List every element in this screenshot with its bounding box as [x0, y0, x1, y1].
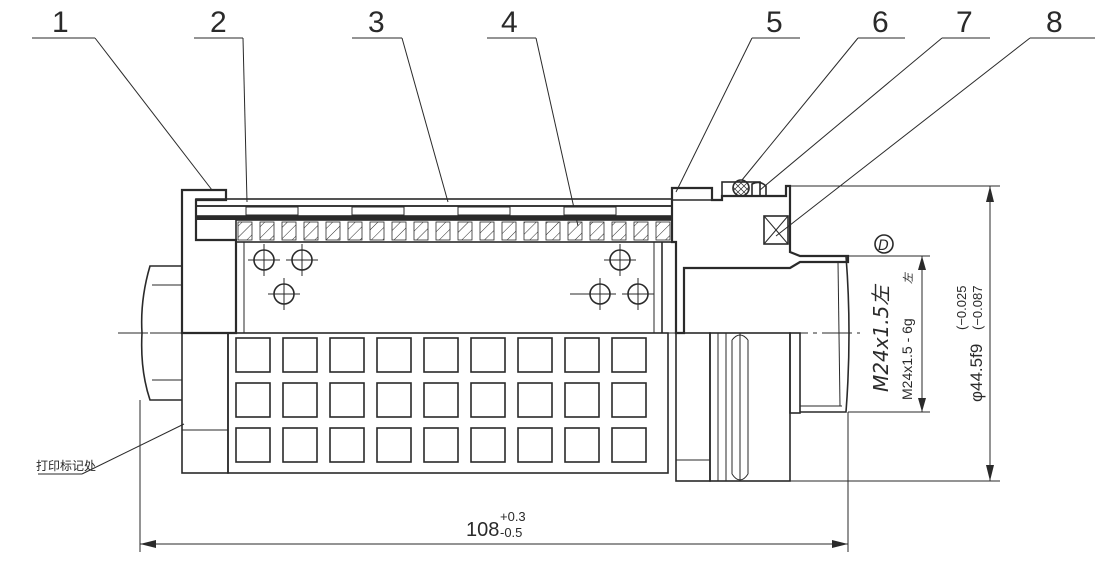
mesh-row-3	[235, 427, 647, 463]
left-bolt-head	[140, 265, 182, 401]
part-6-o-ring	[721, 179, 761, 197]
revision-mark: D	[874, 234, 894, 254]
callout-leaders	[32, 37, 1095, 237]
callout-3-leader	[352, 37, 449, 203]
hole-circles-left	[248, 244, 318, 310]
element-cells	[237, 221, 671, 241]
svg-text:D: D	[878, 238, 889, 254]
marking-note: 打印标记处	[36, 423, 185, 475]
part-1-left-end-cap	[180, 188, 238, 335]
thread-handwritten-label: M24x1.5左	[869, 284, 893, 392]
callout-3: 3	[368, 6, 385, 39]
thread-dimension: M24x1.5左 D M24x1.5 - 6g 左	[869, 234, 926, 412]
part-5-right-end-fitting	[670, 184, 850, 335]
right-fitting-lower	[675, 332, 801, 482]
callout-6: 6	[872, 6, 889, 39]
callout-8-leader	[775, 37, 1095, 237]
callout-7: 7	[956, 6, 973, 39]
mesh-row-1	[235, 337, 647, 373]
callout-numbers: 1 2 3 4 5 6 7 8	[52, 6, 1063, 39]
left-flange-lower	[181, 332, 229, 474]
perforation-slots	[245, 206, 617, 216]
callout-1-leader	[32, 37, 213, 191]
part-4-filter-element-section	[235, 219, 673, 243]
extension-lines	[139, 185, 1000, 552]
mesh-row-2	[235, 382, 647, 418]
callout-1: 1	[52, 6, 69, 39]
callout-4-leader	[487, 37, 579, 227]
callout-2: 2	[210, 6, 227, 39]
length-value: 108	[466, 519, 499, 541]
inner-cavity	[235, 242, 663, 333]
threaded-shank	[800, 255, 850, 413]
callout-2-leader	[194, 37, 248, 203]
callout-5: 5	[766, 6, 783, 39]
length-upper-tolerance: +0.3	[500, 509, 526, 524]
callout-4: 4	[501, 6, 518, 39]
diameter-dimension: φ44.5f9 (−0.025 (−0.087	[954, 186, 994, 481]
callout-6-leader	[741, 37, 905, 181]
diameter-upper-tolerance: (−0.025	[954, 286, 969, 330]
length-dimension: 108 +0.3 -0.5	[140, 509, 848, 548]
diameter-lower-tolerance: (−0.087	[970, 286, 985, 330]
thread-printed-tail: 左	[902, 271, 915, 284]
callout-7-leader	[759, 37, 990, 191]
callout-8: 8	[1046, 6, 1063, 39]
marking-location-label: 打印标记处	[36, 459, 96, 473]
thread-printed-label: M24x1.5 - 6g	[899, 318, 915, 400]
part-7-retaining-ring	[751, 181, 767, 197]
part-8-seal	[763, 215, 789, 245]
diameter-value: φ44.5f9	[967, 344, 986, 402]
length-lower-tolerance: -0.5	[500, 525, 522, 540]
hole-circles-right	[570, 244, 654, 310]
mesh-grid	[227, 332, 669, 474]
callout-5-leader	[675, 37, 800, 193]
tube-layers	[195, 198, 673, 220]
